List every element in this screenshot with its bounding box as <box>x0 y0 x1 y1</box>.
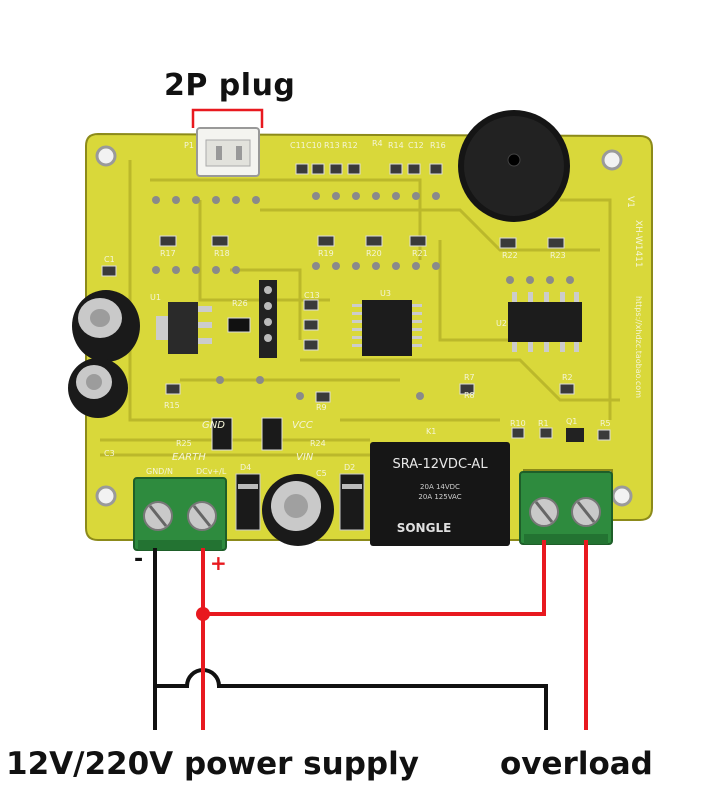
ref-c11: C11 <box>290 141 306 150</box>
capacitor-c1 <box>72 290 140 362</box>
ref-r20: R20 <box>366 249 382 258</box>
url-label: https://xhdzc.taobao.com <box>634 296 643 398</box>
ref-r23: R23 <box>550 251 566 260</box>
relay-rating-2-text: 20A 125VAC <box>418 493 461 501</box>
ref-c12: C12 <box>408 141 424 150</box>
ref-c3: C3 <box>104 449 115 458</box>
red-wire-relay <box>203 540 546 616</box>
chip-u2 <box>508 292 582 352</box>
ref-r9: R9 <box>316 403 327 412</box>
plug-label: 2P plug <box>164 68 296 103</box>
ref-r8: R8 <box>464 391 475 400</box>
capacitor-c5 <box>262 474 334 546</box>
capacitor-c2 <box>68 358 128 418</box>
minus-mark: - <box>134 547 143 572</box>
power-supply-label: 12V/220V power supply <box>6 746 419 782</box>
ref-r12: R12 <box>342 141 358 150</box>
ref-r15: R15 <box>164 401 180 410</box>
relay-model-text: SRA-12VDC-AL <box>392 457 488 472</box>
ref-c1: C1 <box>104 255 115 264</box>
ref-r1: R1 <box>538 419 549 428</box>
ref-c5: C5 <box>316 469 327 478</box>
plug-bracket <box>191 108 264 128</box>
ref-r18: R18 <box>214 249 230 258</box>
plug-connector <box>196 127 260 177</box>
relay-rating-1-text: 20A 14VDC <box>420 483 460 491</box>
ref-p1: P1 <box>184 141 194 150</box>
ref-r17: R17 <box>160 249 176 258</box>
ref-k1: K1 <box>426 427 436 436</box>
ref-r19: R19 <box>318 249 334 258</box>
black-wire-overload <box>155 668 548 730</box>
ref-u3: U3 <box>380 289 391 298</box>
ref-r14: R14 <box>388 141 404 150</box>
model-label: XH-W1411 <box>633 220 643 268</box>
relay-brand-text: SONGLE <box>397 521 452 535</box>
ref-c10: C10 <box>306 141 322 150</box>
pcb-board: SRA-12VDC-AL 20A 14VDC 20A 125VAC SONGLE… <box>68 110 653 551</box>
ref-c13: C13 <box>304 291 320 300</box>
terminal-block-power <box>133 477 227 551</box>
terminal-block-load <box>519 471 613 545</box>
header-pins <box>259 280 277 358</box>
overload-label: overload <box>500 746 653 782</box>
ref-r26: R26 <box>232 299 248 308</box>
terminal-left-b-label: DCv+/L <box>196 467 227 476</box>
relay-k1: SRA-12VDC-AL 20A 14VDC 20A 125VAC SONGLE <box>370 442 510 546</box>
ref-r10: R10 <box>510 419 526 428</box>
ref-q1: Q1 <box>566 417 577 426</box>
ref-r16: R16 <box>430 141 446 150</box>
ref-r2: R2 <box>562 373 573 382</box>
vin-label: VIN <box>296 452 314 463</box>
terminal-left-a-label: GND/N <box>146 467 173 476</box>
red-junction-dot <box>196 607 210 621</box>
regulator-u1 <box>156 302 212 354</box>
ref-r13: R13 <box>324 141 340 150</box>
ref-r21: R21 <box>412 249 428 258</box>
chip-u3 <box>352 300 422 356</box>
gnd-label: GND <box>202 420 225 431</box>
wiring <box>153 540 588 730</box>
ref-r22: R22 <box>502 251 518 260</box>
ref-r25: R25 <box>176 439 192 448</box>
version-label: V1 <box>625 196 635 208</box>
ref-d2: D2 <box>344 463 355 472</box>
plus-mark: + <box>210 551 227 575</box>
ref-r4: R4 <box>372 139 383 148</box>
ref-r5: R5 <box>600 419 611 428</box>
ref-u2: U2 <box>496 319 507 328</box>
earth-label: EARTH <box>172 452 206 463</box>
ref-u1: U1 <box>150 293 161 302</box>
vcc-label: VCC <box>292 420 313 431</box>
ref-d4: D4 <box>240 463 251 472</box>
ref-r24: R24 <box>310 439 326 448</box>
buzzer <box>458 110 570 222</box>
ref-r7: R7 <box>464 373 475 382</box>
